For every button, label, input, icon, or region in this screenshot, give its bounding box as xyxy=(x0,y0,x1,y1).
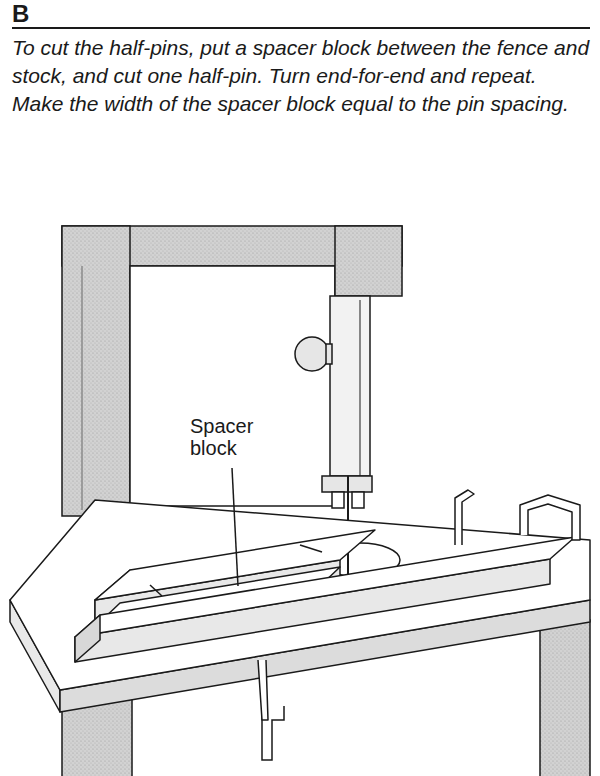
figure-caption: To cut the half-pins, put a spacer block… xyxy=(12,34,592,118)
heading-rule xyxy=(12,27,590,29)
rip-fence xyxy=(75,490,580,720)
saw-table xyxy=(10,500,590,712)
leader-line xyxy=(232,468,238,586)
panel-letter: B xyxy=(12,0,29,28)
part-label: Spacer block xyxy=(188,414,292,460)
